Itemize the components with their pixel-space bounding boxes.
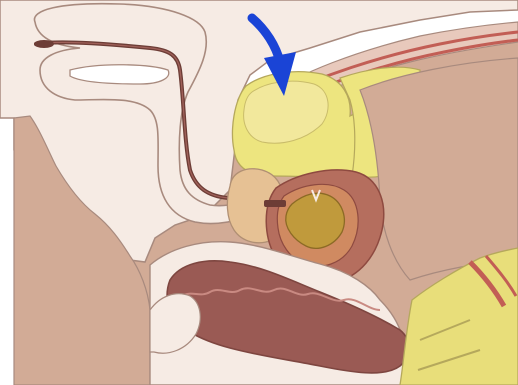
inner-slit	[70, 65, 169, 84]
duct-opening	[34, 40, 54, 48]
duct-outlet	[264, 200, 286, 207]
